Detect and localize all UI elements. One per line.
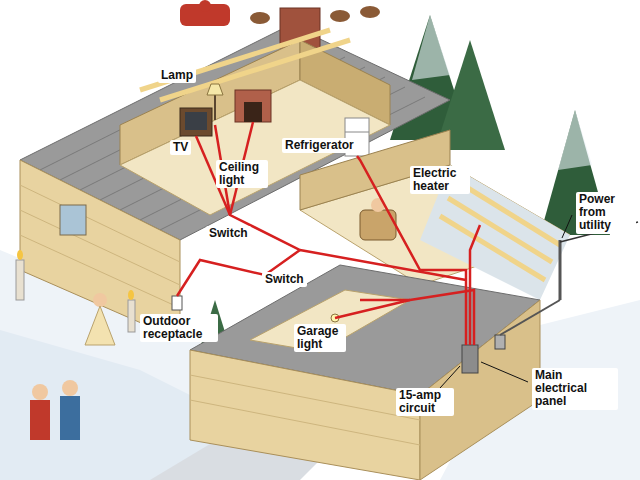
part-label: Lamp bbox=[158, 68, 196, 83]
circuit-wires-part bbox=[215, 125, 466, 280]
upper-room-part bbox=[180, 108, 212, 136]
leader-lines bbox=[440, 215, 572, 388]
leader-lines-part bbox=[562, 215, 572, 238]
house-walls-part bbox=[20, 235, 180, 308]
part-label: Electric heater bbox=[410, 166, 470, 194]
upper-room-part bbox=[214, 95, 216, 120]
part-label: Power from utility bbox=[576, 192, 636, 234]
leader-lines-part bbox=[440, 366, 460, 388]
upper-room-part bbox=[345, 132, 369, 133]
part-label: Main electrical panel bbox=[532, 368, 618, 410]
circuit-wires-part bbox=[360, 299, 410, 302]
house-walls-part bbox=[172, 296, 182, 310]
upper-room-part bbox=[185, 112, 207, 130]
circuit-wires-part bbox=[335, 290, 474, 345]
electrical-service bbox=[462, 222, 638, 373]
part-label: Outdoor receptacle bbox=[140, 314, 218, 342]
part-label: TV bbox=[170, 140, 191, 155]
part-label: Refrigerator bbox=[282, 138, 357, 153]
carolers-part bbox=[16, 260, 24, 300]
electrical-service-part bbox=[495, 335, 505, 349]
upper-room-part bbox=[235, 90, 271, 122]
pine-trees-part bbox=[558, 110, 592, 170]
carolers bbox=[16, 250, 135, 440]
carolers-part bbox=[30, 400, 50, 440]
garage-part bbox=[190, 400, 420, 445]
pine-trees-part bbox=[412, 15, 450, 80]
garage bbox=[190, 265, 540, 480]
upper-room-part bbox=[140, 30, 330, 90]
electrical-service-part bbox=[462, 345, 478, 373]
carolers-part bbox=[32, 384, 48, 400]
carolers-part bbox=[60, 396, 80, 440]
part-label: 15-amp circuit bbox=[396, 388, 454, 416]
part-label: Garage light bbox=[294, 324, 346, 352]
part-label: Switch bbox=[262, 272, 307, 287]
carolers-part bbox=[85, 306, 115, 345]
chimney-sleigh-part bbox=[360, 6, 380, 18]
circuit-wires bbox=[177, 122, 480, 345]
garage-part bbox=[250, 290, 410, 352]
garage-part bbox=[190, 350, 420, 480]
house-walls-part bbox=[20, 210, 180, 285]
electrical-service-part bbox=[559, 240, 562, 300]
house-walls-part bbox=[60, 205, 86, 235]
chimney-sleigh-part bbox=[199, 0, 211, 12]
part-label: Switch bbox=[206, 226, 251, 241]
part-label: Ceiling light bbox=[216, 160, 268, 188]
garage-part bbox=[190, 375, 420, 420]
upper-room-part bbox=[207, 84, 223, 95]
carolers-part bbox=[62, 380, 78, 396]
carolers-part bbox=[128, 300, 135, 332]
leader-lines-part bbox=[481, 362, 528, 382]
chimney-sleigh-part bbox=[330, 10, 350, 22]
chimney-sleigh-part bbox=[250, 12, 270, 24]
carolers-part bbox=[128, 290, 134, 300]
electrical-service-part bbox=[500, 300, 560, 335]
upper-room-part bbox=[244, 102, 262, 122]
carolers-part bbox=[17, 250, 23, 260]
house-walls-part bbox=[20, 185, 180, 262]
